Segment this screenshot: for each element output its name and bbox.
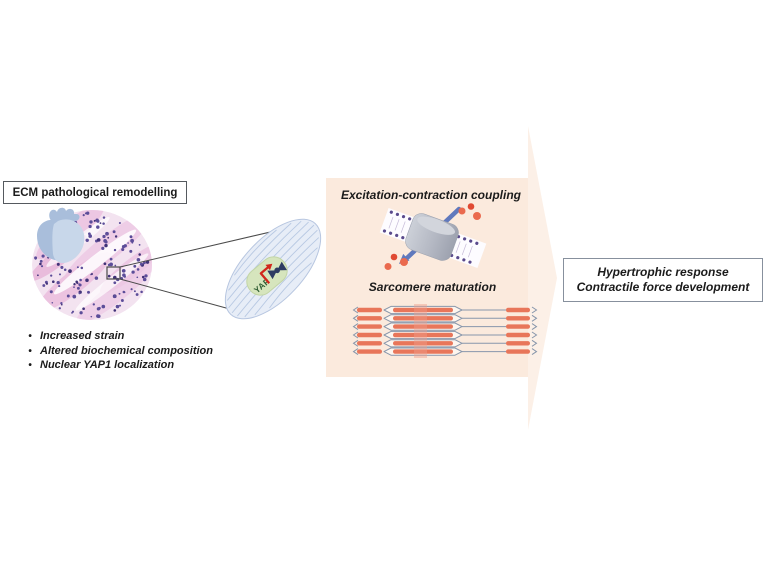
histology-micrograph [32, 210, 152, 320]
sarcomere-title: Sarcomere maturation [368, 280, 497, 294]
bullet-text: Altered biochemical composition [40, 344, 213, 357]
bullet-item: Nuclear YAP1 localization [20, 358, 213, 373]
process-arrow-head [528, 126, 557, 430]
ecm-remodelling-label: ECM pathological remodelling [3, 181, 187, 204]
sarcomere-icon [352, 304, 538, 358]
cell-nucleus: YAP [246, 256, 288, 296]
coupling-title: Excitation-contraction coupling [340, 188, 521, 202]
calcium-ions [384, 203, 481, 270]
callout-line-bottom [119, 278, 238, 312]
outcome-line1: Hypertrophic response [597, 265, 729, 279]
process-arrow [326, 126, 557, 430]
outcome-box: Hypertrophic response Contractile force … [563, 258, 763, 302]
bullet-dot-icon [20, 345, 40, 357]
heart-icon [37, 207, 85, 264]
magnified-region-box [106, 266, 121, 280]
bullet-item: Increased strain [20, 329, 213, 344]
bullet-text: Nuclear YAP1 localization [40, 359, 175, 372]
channel-protein [405, 213, 459, 261]
ion-channel-icon [379, 203, 487, 270]
dna-icon [267, 261, 288, 280]
outcome-line2: Contractile force development [576, 280, 750, 294]
bullet-list: Increased strain Altered biochemical com… [20, 329, 213, 373]
bullet-dot-icon [20, 359, 40, 371]
m-line-band [414, 304, 427, 358]
yap-activation-arrow [259, 263, 273, 285]
bullet-dot-icon [20, 330, 40, 342]
bullet-item: Altered biochemical composition [20, 344, 213, 359]
ecm-remodelling-text: ECM pathological remodelling [12, 186, 178, 199]
bullet-text: Increased strain [40, 330, 125, 343]
